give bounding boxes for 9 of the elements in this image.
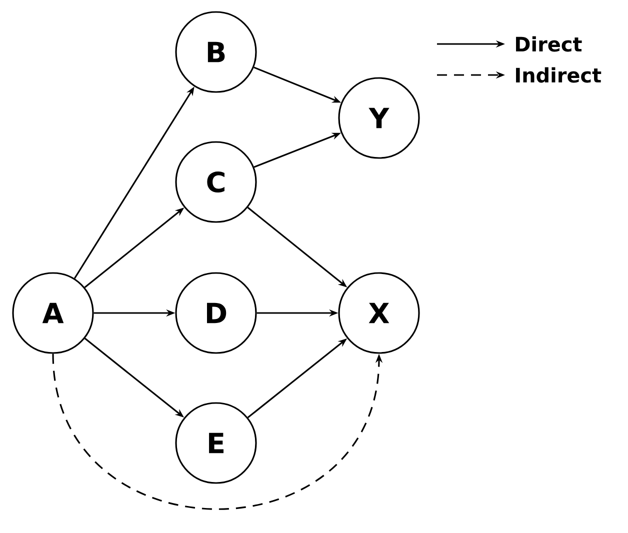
circle-node: A — [12, 272, 94, 354]
legend-label: Indirect — [516, 67, 602, 83]
circle-node: D — [175, 272, 257, 354]
circle-node: X — [338, 272, 420, 354]
legend-label: Direct — [516, 36, 582, 52]
circle-node: C — [175, 141, 257, 223]
circle-node: B — [175, 11, 257, 93]
circle-node: Y — [338, 77, 420, 159]
circle-node: E — [175, 402, 257, 484]
